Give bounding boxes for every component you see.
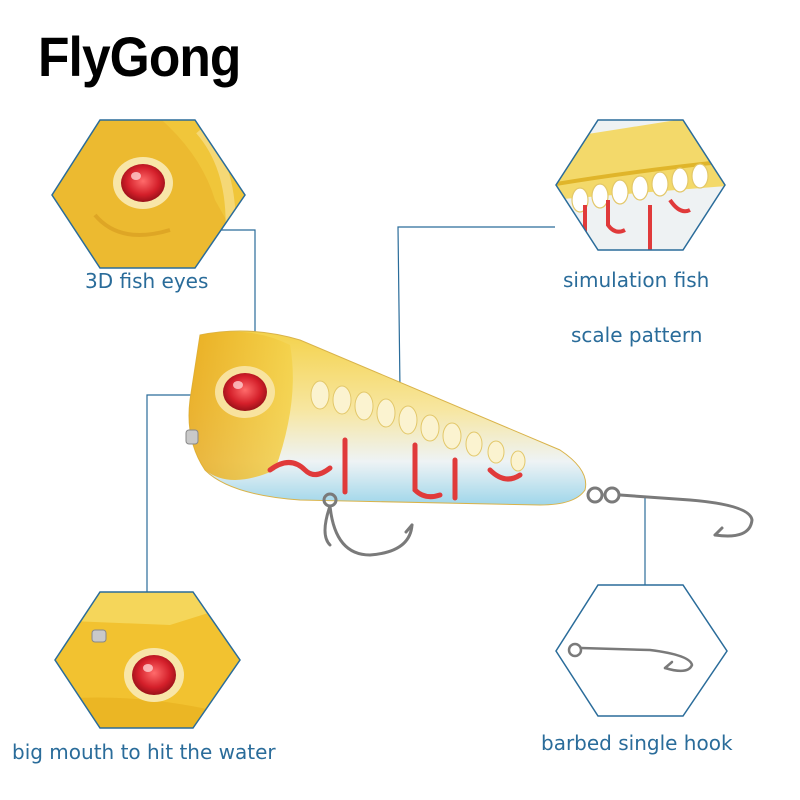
fish-eye-closeup: [51, 119, 246, 269]
label-scale-pattern: scale pattern: [571, 323, 703, 347]
big-mouth-closeup: [54, 591, 241, 729]
label-simulation-fish: simulation fish: [563, 268, 710, 292]
scale-pattern-closeup: [555, 119, 726, 251]
label-fish-eyes: 3D fish eyes: [85, 269, 209, 293]
brand-logo: FlyGong: [38, 25, 241, 88]
popper-lure: [185, 330, 754, 557]
label-single-hook: barbed single hook: [541, 731, 733, 755]
single-hook-closeup: [555, 584, 728, 717]
label-big-mouth: big mouth to hit the water: [12, 740, 276, 764]
